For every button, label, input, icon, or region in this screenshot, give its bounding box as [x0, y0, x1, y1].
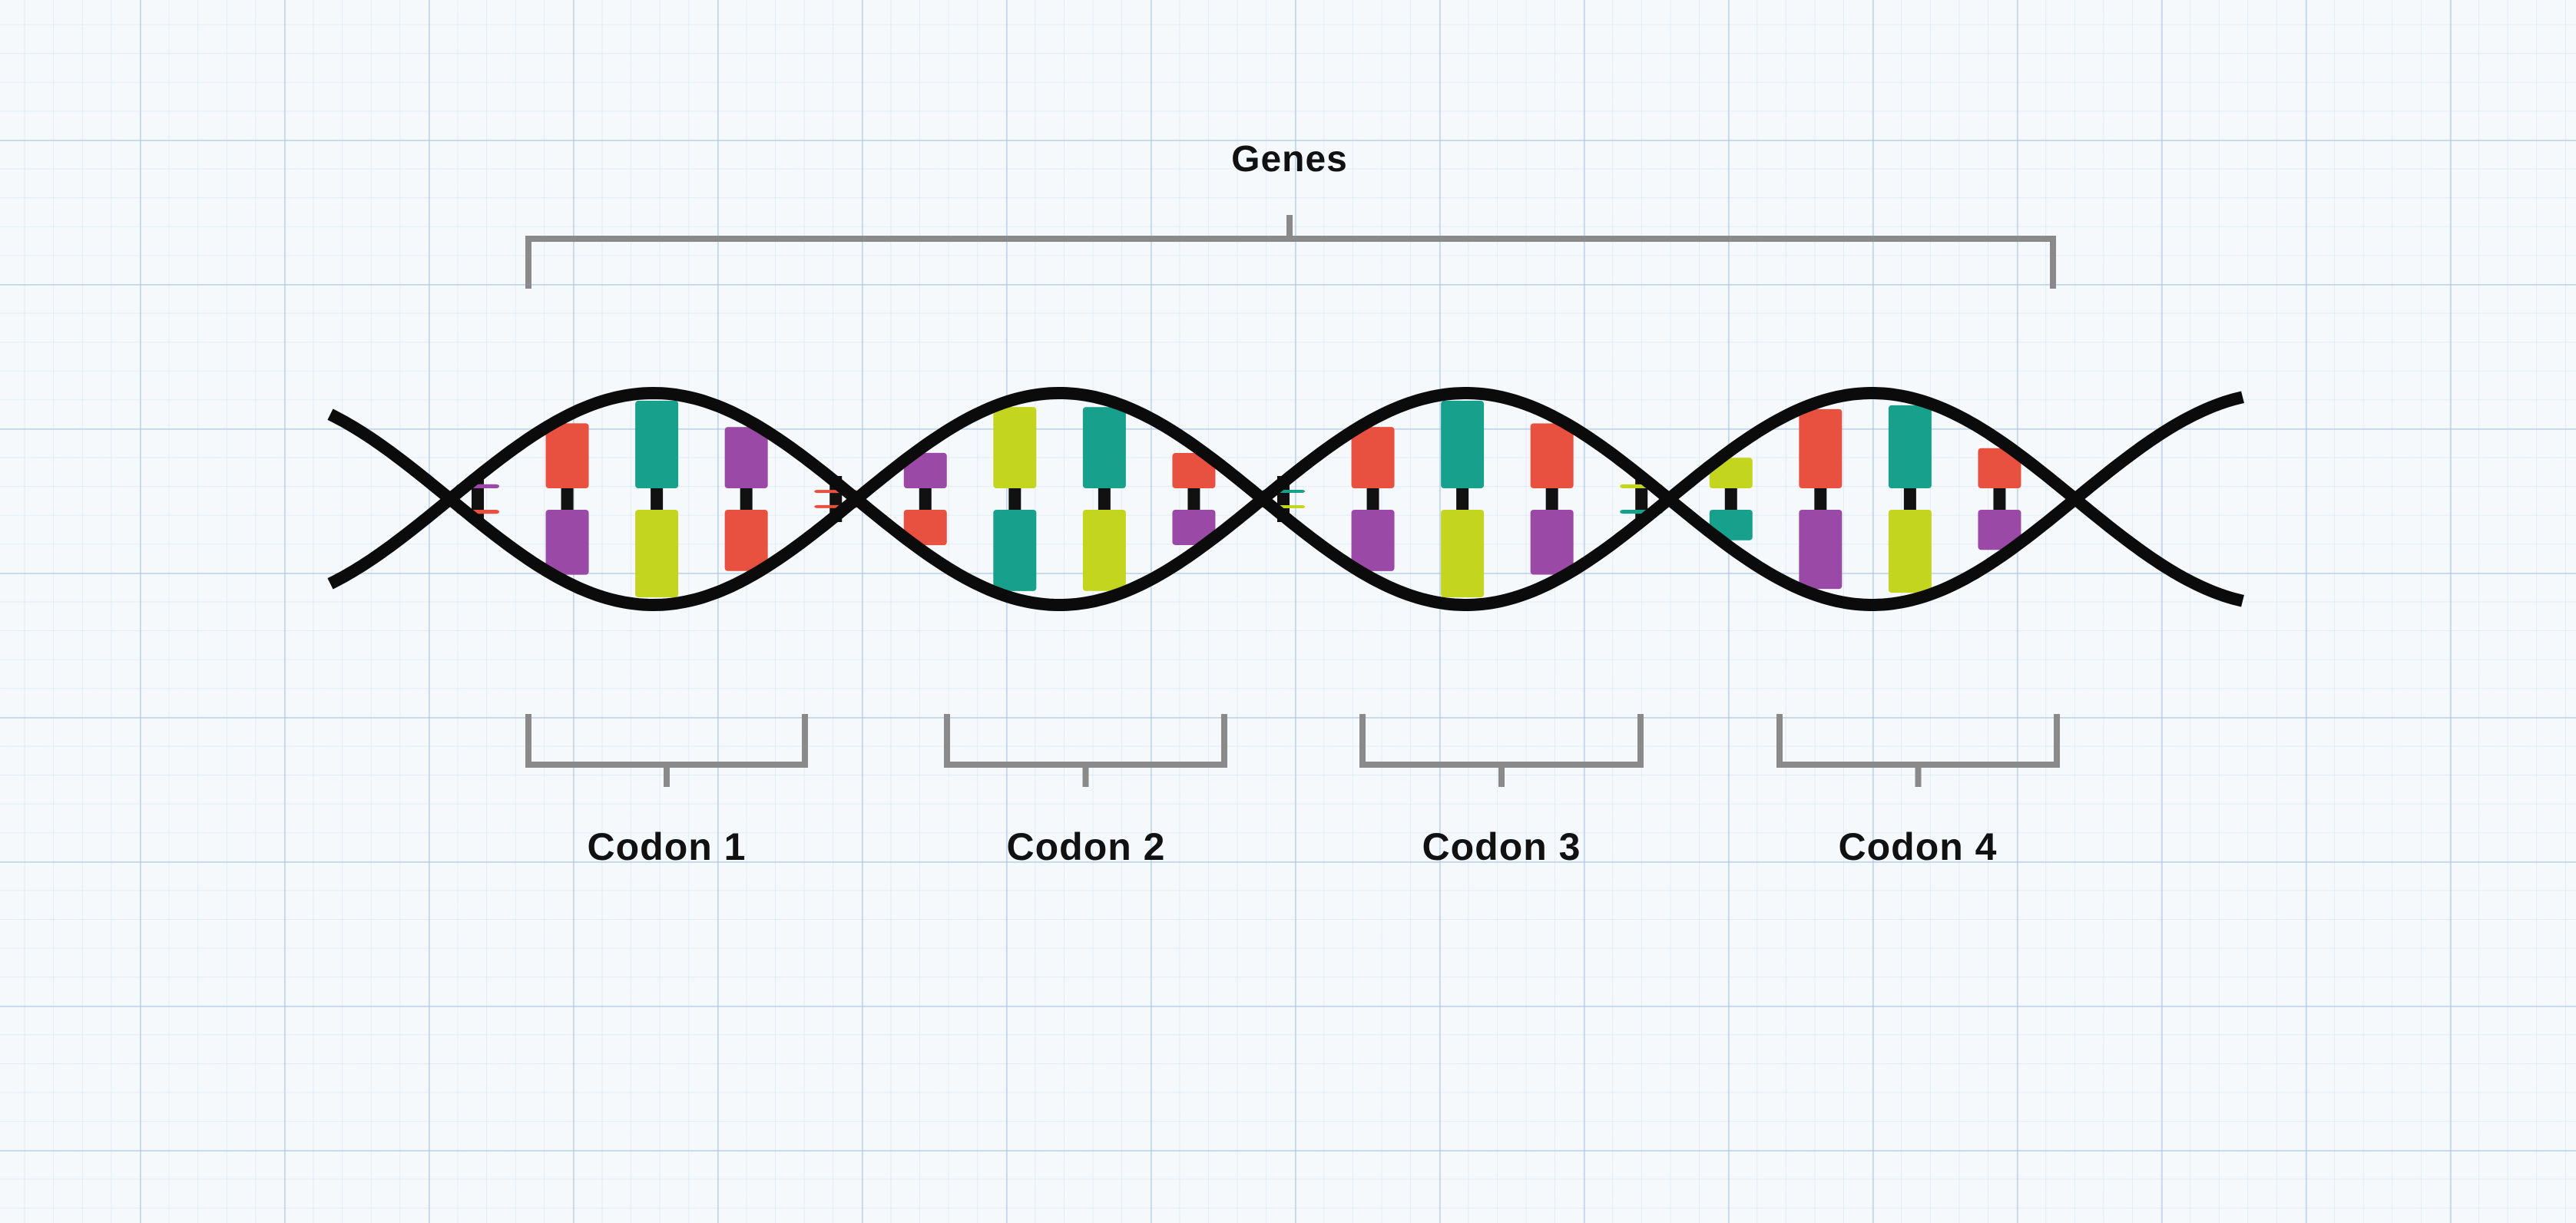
base-top	[1082, 407, 1126, 488]
base-pair	[1530, 423, 1574, 575]
base-bottom	[1978, 510, 2021, 550]
base-bottom	[1530, 510, 1574, 575]
base-bottom	[1888, 510, 1932, 593]
base-top	[1351, 427, 1395, 488]
base-bottom	[1799, 510, 1843, 590]
base-pair	[1172, 453, 1216, 545]
base-pair	[903, 452, 947, 546]
base-pair	[1799, 408, 1843, 590]
base-top	[1530, 423, 1574, 488]
base-top	[1799, 408, 1843, 488]
dna-strands	[327, 386, 2244, 612]
base-top	[545, 423, 589, 488]
base-top	[1441, 401, 1485, 488]
base-pair	[1441, 401, 1485, 597]
base-pair	[724, 427, 768, 571]
base-pair	[1978, 448, 2021, 550]
base-bottom	[724, 510, 768, 571]
codon-1-label: Codon 1	[587, 825, 747, 868]
base-bottom	[1441, 510, 1485, 597]
dna-strand-a	[327, 387, 2244, 612]
base-top	[1888, 405, 1932, 488]
base-bottom	[903, 510, 947, 546]
codon-2-label: Codon 2	[1006, 825, 1166, 868]
base-top	[993, 407, 1037, 488]
brackets	[525, 215, 2060, 787]
codon-2-bracket	[944, 714, 1227, 787]
base-pair	[1888, 405, 1932, 593]
base-pair	[993, 407, 1037, 591]
codon-4-label: Codon 4	[1838, 825, 1998, 868]
base-bottom	[1172, 510, 1216, 545]
base-pair	[1082, 407, 1126, 591]
base-bottom	[1351, 510, 1395, 571]
base-pair	[1709, 458, 1753, 540]
base-bottom	[635, 510, 679, 597]
genes-bracket	[525, 215, 2056, 289]
base-pair	[1351, 427, 1395, 571]
codon-3-label: Codon 3	[1422, 825, 1581, 868]
base-bottom	[545, 510, 589, 575]
codon-3-bracket	[1359, 714, 1644, 787]
dna-strand-b	[327, 386, 2244, 611]
base-bottom	[993, 510, 1037, 591]
base-pairs	[456, 401, 2021, 597]
codon-1-bracket	[525, 714, 808, 787]
codon-4-bracket	[1776, 714, 2060, 787]
base-pair	[545, 423, 589, 575]
base-top	[1172, 453, 1216, 488]
base-top	[903, 452, 947, 488]
genes-label: Genes	[1231, 139, 1348, 180]
base-top	[1978, 448, 2021, 488]
base-top	[724, 427, 768, 488]
base-top	[635, 401, 679, 488]
base-bottom	[1082, 510, 1126, 591]
base-pair	[635, 401, 679, 597]
